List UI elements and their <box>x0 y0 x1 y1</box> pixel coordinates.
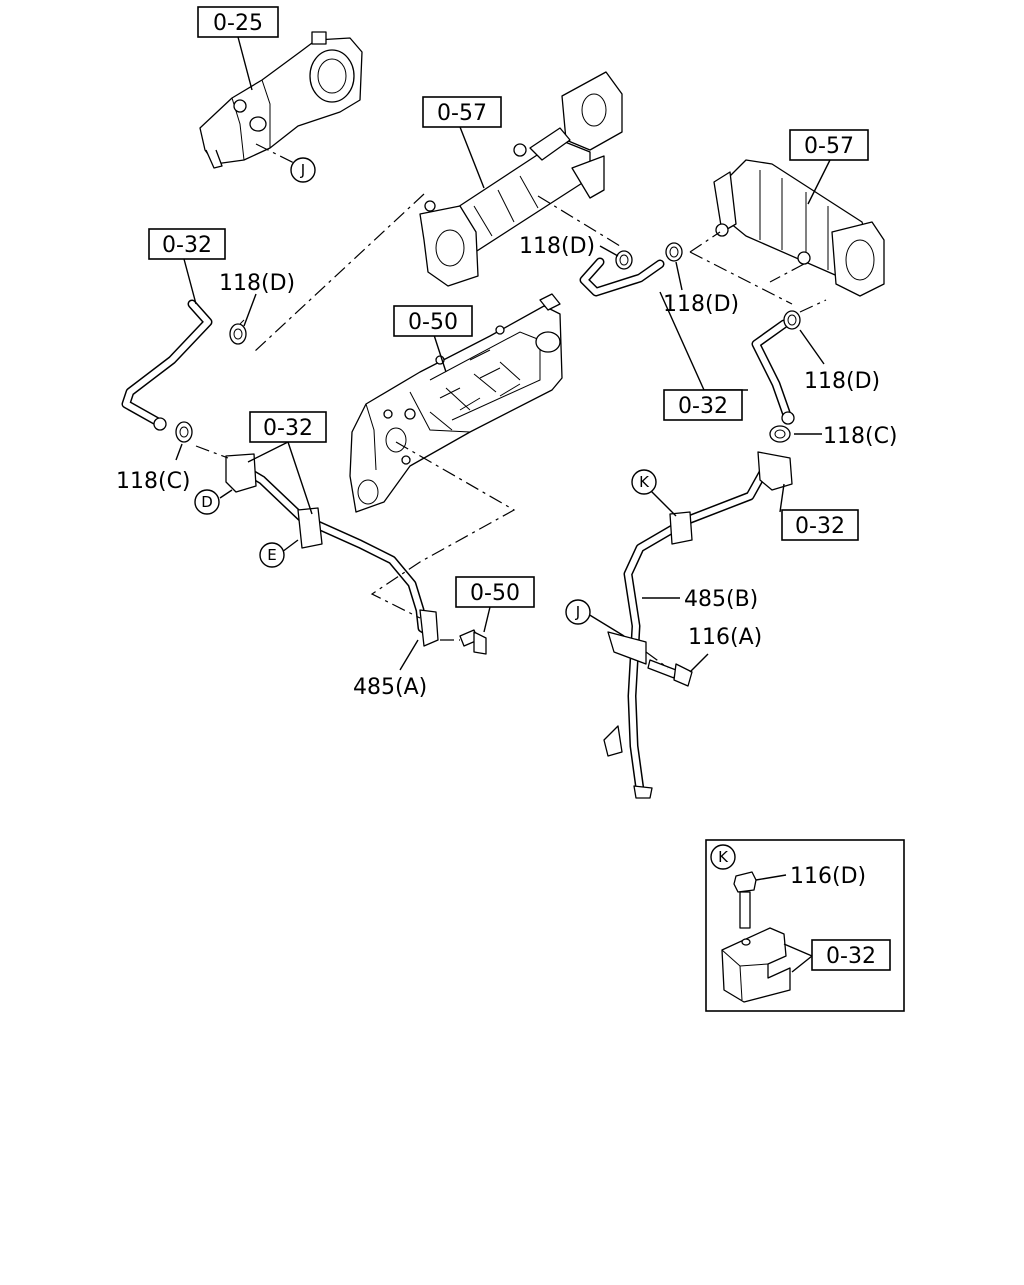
clamp-118d-mid <box>615 250 633 270</box>
ref-box-0-32-hose-left[interactable]: 0-32 <box>148 228 226 260</box>
ref-box-0-57-left-text: 0-57 <box>437 101 487 126</box>
ref-box-0-57-left[interactable]: 0-57 <box>422 96 502 128</box>
callout-k-text: K <box>639 473 650 491</box>
callout-j-bottom-text: J <box>575 603 580 621</box>
callout-d: D <box>194 489 220 515</box>
ref-box-0-32-inset-text: 0-32 <box>826 944 876 969</box>
callout-e-text: E <box>267 546 276 564</box>
ref-box-0-25[interactable]: 0-25 <box>197 6 279 38</box>
callout-j-bottom: J <box>565 599 591 625</box>
bolt-0-50 <box>459 629 487 655</box>
intake-manifold <box>349 293 563 513</box>
ref-box-0-25-text: 0-25 <box>213 11 263 36</box>
callout-k-inset-text: K <box>718 848 729 866</box>
clamp-118c-left <box>153 417 193 443</box>
ref-box-0-32-clamp-right[interactable]: 0-32 <box>781 509 859 541</box>
ref-box-0-50-top[interactable]: 0-50 <box>393 305 473 337</box>
bolt-116d <box>733 871 757 893</box>
clamp-118c-right <box>769 411 795 443</box>
egr-cooler-right <box>713 159 885 297</box>
label-118d-mid: 118(D) <box>519 234 595 259</box>
label-118c-left: 118(C) <box>116 469 191 494</box>
ref-box-0-50-top-text: 0-50 <box>408 310 458 335</box>
ref-box-0-32-hose-left-text: 0-32 <box>162 233 212 258</box>
label-485a: 485(A) <box>353 675 427 700</box>
inset-detail-k <box>705 839 905 1012</box>
callout-j-top: J <box>290 157 316 183</box>
callout-k: K <box>631 469 657 495</box>
connection-lines <box>195 143 827 669</box>
ref-box-0-32-clamp-left-text: 0-32 <box>263 416 313 441</box>
label-116a: 116(A) <box>688 625 762 650</box>
clamp-118d-right <box>783 310 801 330</box>
hose-right <box>751 319 793 423</box>
hose-left <box>121 299 213 427</box>
ref-box-0-50-bolt-text: 0-50 <box>470 581 520 606</box>
label-485b: 485(B) <box>684 587 758 612</box>
label-118d-right: 118(D) <box>804 369 880 394</box>
clamp-118d-right-top <box>665 242 683 262</box>
pipe-485a <box>225 453 439 647</box>
clamp-118d-left <box>229 319 247 345</box>
ref-box-0-32-hose-middle-text: 0-32 <box>678 394 728 419</box>
ref-box-0-32-inset[interactable]: 0-32 <box>811 939 891 971</box>
egr-valve-housing <box>199 31 363 169</box>
label-118c-right: 118(C) <box>823 424 898 449</box>
label-118d-left: 118(D) <box>219 271 295 296</box>
label-118d-right-top: 118(D) <box>663 292 739 317</box>
callout-d-text: D <box>201 493 213 511</box>
hose-middle <box>579 257 665 297</box>
label-116d: 116(D) <box>790 864 866 889</box>
bolt-116a <box>647 659 693 687</box>
ref-box-0-32-clamp-right-text: 0-32 <box>795 514 845 539</box>
callout-e: E <box>259 542 285 568</box>
ref-box-0-57-right-text: 0-57 <box>804 134 854 159</box>
callout-k-inset: K <box>710 844 736 870</box>
callout-j-top-text: J <box>300 161 305 179</box>
ref-box-0-32-hose-middle[interactable]: 0-32 <box>663 389 743 421</box>
ref-box-0-57-right[interactable]: 0-57 <box>789 129 869 161</box>
ref-box-0-50-bolt[interactable]: 0-50 <box>455 576 535 608</box>
pipe-485b <box>603 451 793 799</box>
ref-box-0-32-clamp-left[interactable]: 0-32 <box>249 411 327 443</box>
egr-cooler-upper <box>419 71 623 287</box>
